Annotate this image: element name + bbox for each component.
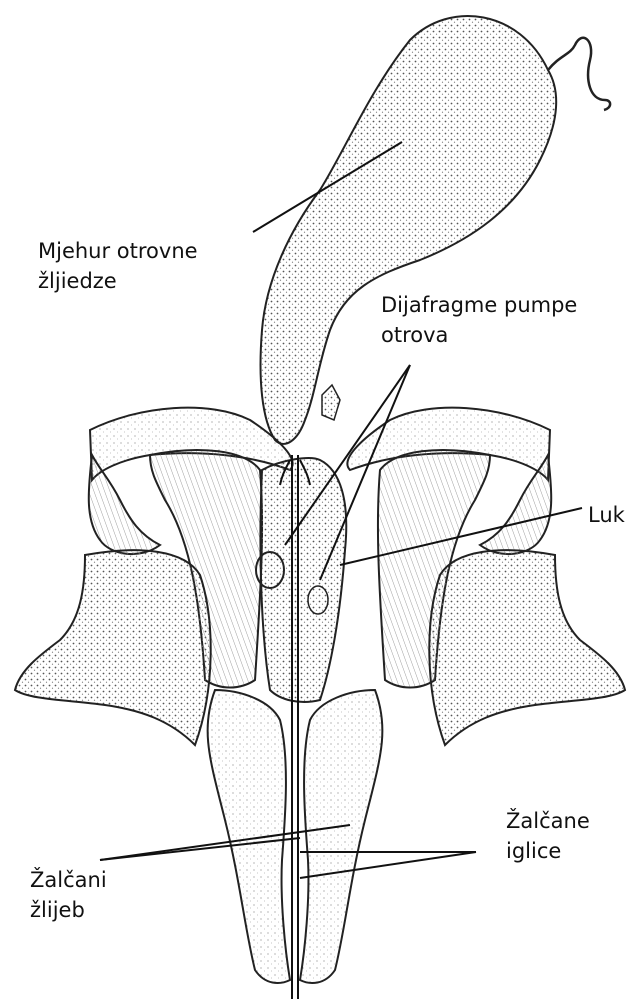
label-venom-sac: Mjehur otrovne žljiedze — [38, 236, 198, 296]
right-sheath — [300, 690, 382, 983]
left-sheath — [208, 690, 290, 983]
bulb — [260, 458, 346, 702]
venom-sac — [261, 16, 611, 444]
label-lancets: Žalčane iglice — [506, 806, 590, 866]
right-plate-lower — [429, 550, 625, 745]
label-stylet: Žalčani žlijeb — [30, 865, 107, 925]
label-arch: Luk — [588, 500, 625, 530]
label-pump-valves: Dijafragme pumpe otrova — [381, 290, 577, 350]
duct-stub — [322, 385, 340, 420]
left-plate-lower — [15, 550, 211, 745]
